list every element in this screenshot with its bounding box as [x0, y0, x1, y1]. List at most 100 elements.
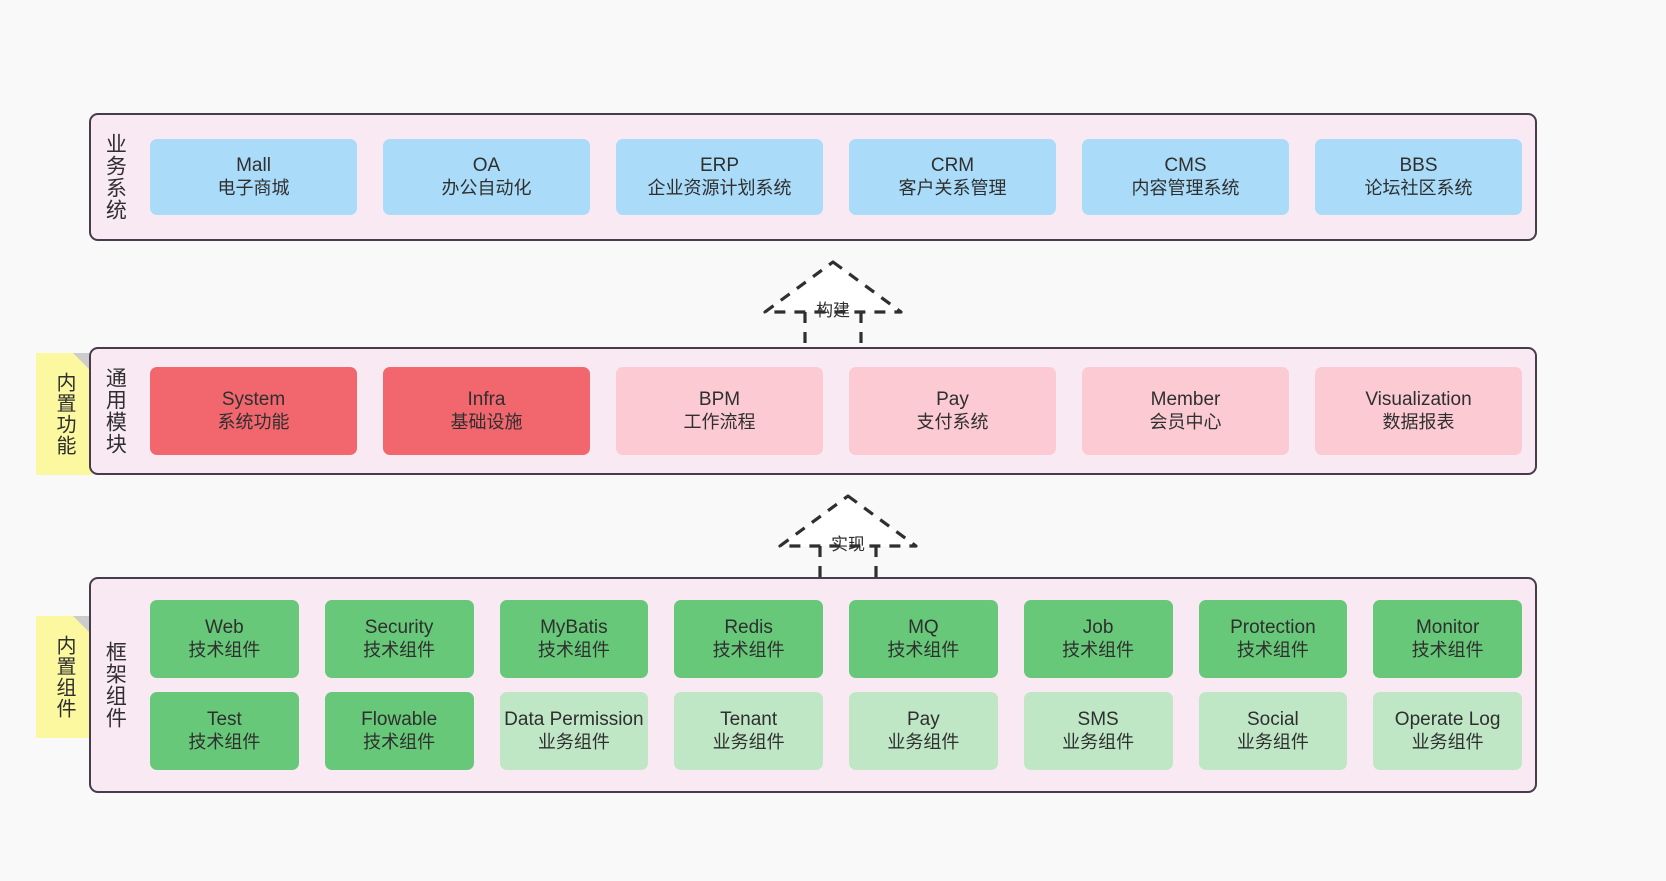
- framework-box-security-desc: 技术组件: [363, 639, 436, 660]
- implement-arrow-head: [778, 494, 918, 548]
- module-box-visualization-name: Visualization: [1365, 389, 1472, 411]
- framework-box-web-name: Web: [205, 617, 244, 639]
- business-box-erp-name: ERP: [699, 155, 740, 177]
- framework-box-tenant[interactable]: Tenant 业务组件: [674, 692, 823, 770]
- business-box-cms[interactable]: CMS 内容管理系统: [1082, 139, 1289, 215]
- module-box-pay[interactable]: Pay 支付系统: [849, 367, 1056, 455]
- module-box-visualization-desc: 数据报表: [1382, 411, 1455, 432]
- build-arrow-head: [763, 260, 903, 314]
- module-box-infra[interactable]: Infra 基础设施: [383, 367, 590, 455]
- framework-box-redis[interactable]: Redis 技术组件: [674, 600, 823, 678]
- framework-box-pay[interactable]: Pay 业务组件: [849, 692, 998, 770]
- framework-box-test-name: Test: [206, 709, 242, 731]
- business-box-oa-name: OA: [472, 155, 501, 177]
- framework-box-tenant-desc: 业务组件: [712, 731, 785, 752]
- note-fold-corner: [73, 353, 92, 372]
- framework-box-web[interactable]: Web 技术组件: [150, 600, 299, 678]
- framework-box-social[interactable]: Social 业务组件: [1198, 692, 1348, 770]
- framework-box-test-desc: 技术组件: [188, 731, 261, 752]
- framework-box-data-permission-name: Data Permission: [504, 709, 644, 731]
- module-box-pay-name: Pay: [936, 389, 969, 411]
- business-box-mall-name: Mall: [236, 155, 271, 177]
- layer-title-module: 通用模块: [103, 367, 127, 455]
- framework-box-flowable[interactable]: Flowable 技术组件: [324, 692, 474, 770]
- framework-box-monitor-desc: 技术组件: [1411, 639, 1484, 660]
- note-fold-corner: [73, 616, 92, 635]
- framework-box-operate-log-desc: 业务组件: [1411, 731, 1484, 752]
- framework-box-sms-name: SMS: [1077, 709, 1119, 731]
- business-box-oa[interactable]: OA 办公自动化: [383, 139, 590, 215]
- business-box-mall[interactable]: Mall 电子商城: [150, 139, 357, 215]
- business-box-oa-desc: 办公自动化: [441, 177, 532, 198]
- note-builtin-components: 内置组件: [36, 616, 92, 738]
- framework-box-data-permission[interactable]: Data Permission 业务组件: [499, 692, 649, 770]
- framework-box-redis-name: Redis: [724, 617, 773, 639]
- module-box-system[interactable]: System 系统功能: [150, 367, 357, 455]
- framework-box-flowable-name: Flowable: [361, 709, 438, 731]
- layer-title-business: 业务系统: [103, 133, 127, 221]
- connector-build: 构建: [753, 256, 913, 352]
- framework-box-monitor[interactable]: Monitor 技术组件: [1373, 600, 1522, 678]
- layer-title-framework: 框架组件: [103, 641, 127, 729]
- framework-box-security[interactable]: Security 技术组件: [324, 600, 474, 678]
- layer-business-systems: 业务系统 Mall 电子商城 OA 办公自动化 ERP 企业资源计划系统 CRM: [89, 113, 1537, 241]
- business-box-crm-desc: 客户关系管理: [898, 177, 1007, 198]
- framework-box-sms[interactable]: SMS 业务组件: [1023, 692, 1173, 770]
- module-box-member[interactable]: Member 会员中心: [1082, 367, 1289, 455]
- business-box-cms-desc: 内容管理系统: [1131, 177, 1240, 198]
- business-box-bbs-desc: 论坛社区系统: [1364, 177, 1473, 198]
- note-builtin-components-label: 内置组件: [53, 635, 75, 719]
- business-box-bbs[interactable]: BBS 论坛社区系统: [1315, 139, 1522, 215]
- layer-body-framework: Web 技术组件 Security 技术组件 MyBatis 技术组件 Redi…: [137, 579, 1535, 791]
- business-box-erp[interactable]: ERP 企业资源计划系统: [616, 139, 823, 215]
- note-builtin-features-label: 内置功能: [53, 372, 75, 456]
- connector-implement: 实现: [768, 490, 928, 586]
- module-box-system-name: System: [221, 389, 286, 411]
- layer-common-modules: 通用模块 System 系统功能 Infra 基础设施 BPM 工作流程 Pay: [89, 347, 1537, 475]
- framework-box-mybatis[interactable]: MyBatis 技术组件: [499, 600, 649, 678]
- module-row: System 系统功能 Infra 基础设施 BPM 工作流程 Pay 支付系统…: [150, 367, 1522, 455]
- layer-body-module: System 系统功能 Infra 基础设施 BPM 工作流程 Pay 支付系统…: [137, 349, 1535, 473]
- module-box-infra-desc: 基础设施: [450, 411, 523, 432]
- framework-box-web-desc: 技术组件: [188, 639, 261, 660]
- framework-box-mybatis-desc: 技术组件: [537, 639, 610, 660]
- layer-framework-components: 框架组件 Web 技术组件 Security 技术组件 MyBatis 技术组件…: [89, 577, 1537, 793]
- framework-box-job[interactable]: Job 技术组件: [1023, 600, 1173, 678]
- business-box-mall-desc: 电子商城: [217, 177, 290, 198]
- connector-build-label: 构建: [816, 301, 850, 320]
- framework-box-data-permission-desc: 业务组件: [537, 731, 610, 752]
- business-box-cms-name: CMS: [1164, 155, 1207, 177]
- framework-box-social-name: Social: [1247, 709, 1299, 731]
- framework-box-operate-log[interactable]: Operate Log 业务组件: [1373, 692, 1522, 770]
- business-box-crm[interactable]: CRM 客户关系管理: [849, 139, 1056, 215]
- framework-box-flowable-desc: 技术组件: [363, 731, 436, 752]
- framework-box-operate-log-name: Operate Log: [1394, 709, 1501, 731]
- framework-box-job-desc: 技术组件: [1062, 639, 1135, 660]
- framework-box-security-name: Security: [364, 617, 434, 639]
- framework-row-business: Test 技术组件 Flowable 技术组件 Data Permission …: [150, 692, 1522, 770]
- framework-box-mybatis-name: MyBatis: [540, 617, 608, 639]
- framework-row-tech: Web 技术组件 Security 技术组件 MyBatis 技术组件 Redi…: [150, 600, 1522, 678]
- module-box-infra-name: Infra: [467, 389, 506, 411]
- framework-box-protection[interactable]: Protection 技术组件: [1198, 600, 1348, 678]
- module-box-pay-desc: 支付系统: [916, 411, 989, 432]
- framework-box-sms-desc: 业务组件: [1062, 731, 1135, 752]
- framework-box-mq-name: MQ: [908, 617, 939, 639]
- framework-box-mq[interactable]: MQ 技术组件: [849, 600, 998, 678]
- framework-box-protection-desc: 技术组件: [1236, 639, 1309, 660]
- note-builtin-features: 内置功能: [36, 353, 92, 475]
- framework-box-mq-desc: 技术组件: [887, 639, 960, 660]
- framework-box-test[interactable]: Test 技术组件: [150, 692, 299, 770]
- framework-box-pay-name: Pay: [907, 709, 940, 731]
- framework-box-tenant-name: Tenant: [720, 709, 778, 731]
- framework-box-monitor-name: Monitor: [1415, 617, 1480, 639]
- module-box-member-name: Member: [1150, 389, 1221, 411]
- framework-box-social-desc: 业务组件: [1236, 731, 1309, 752]
- module-box-visualization[interactable]: Visualization 数据报表: [1315, 367, 1522, 455]
- business-box-crm-name: CRM: [930, 155, 975, 177]
- module-box-bpm[interactable]: BPM 工作流程: [616, 367, 823, 455]
- framework-box-job-name: Job: [1082, 617, 1114, 639]
- module-box-system-desc: 系统功能: [217, 411, 290, 432]
- business-box-bbs-name: BBS: [1399, 155, 1438, 177]
